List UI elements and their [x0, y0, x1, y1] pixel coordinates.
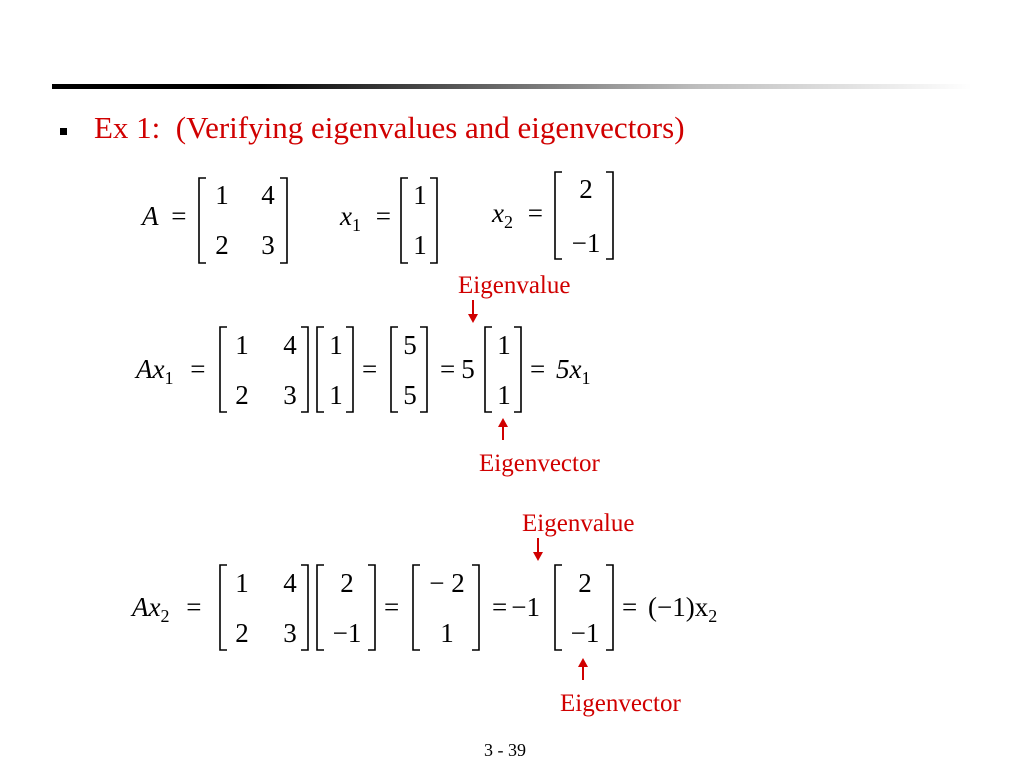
eq2-vec-v1: 2: [578, 568, 592, 598]
arrow-up-icon: [578, 658, 588, 667]
def-A-label: A =: [142, 201, 187, 231]
eq2-result-brackets: [412, 564, 480, 651]
eq2-x-v2: −1: [332, 618, 362, 648]
eq1-A-a21: 2: [235, 380, 249, 410]
def-x1-v2: 1: [413, 230, 427, 260]
def-x1-v1: 1: [413, 180, 427, 210]
eq1-vec-v1: 1: [497, 330, 511, 360]
eq2-result-v1: − 2: [429, 568, 465, 598]
eq1-A-a22: 3: [283, 380, 297, 410]
eq1-equals-1: =: [362, 354, 378, 384]
eq1-result-v1: 5: [403, 330, 417, 360]
eq2-A-brackets: [219, 564, 309, 651]
eq1-result-brackets: [390, 326, 428, 413]
title-rule: [52, 84, 972, 89]
arrow-down-icon: [468, 314, 478, 323]
eq1-x-v1: 1: [329, 330, 343, 360]
eq2-equals-2: =−1: [492, 592, 540, 622]
eq1-A-a11: 1: [235, 330, 249, 360]
eigenvector-label-1: Eigenvector: [479, 450, 600, 477]
def-A-a21: 2: [215, 230, 229, 260]
eq2-x-v1: 2: [340, 568, 354, 598]
arrow-down-icon: [533, 552, 543, 561]
def-x1-label: x1 =: [340, 201, 391, 235]
page-number: 3 - 39: [484, 740, 526, 760]
eigenvector-label-2: Eigenvector: [560, 690, 681, 717]
def-A-a22: 3: [261, 230, 275, 260]
eigenvalue-arrow-2: [537, 538, 539, 552]
eigenvector-arrow-1: [502, 426, 504, 440]
eq1-A-brackets: [219, 326, 309, 413]
eq2-scalar: −1: [511, 592, 540, 622]
eq2-rhs: = (−1)x2: [622, 592, 718, 626]
def-x1-brackets: [400, 177, 438, 264]
def-x2-label: x2 =: [492, 198, 543, 232]
eq2-A-a11: 1: [235, 568, 249, 598]
eq1-A-a12: 4: [283, 330, 297, 360]
eq2-A-a21: 2: [235, 618, 249, 648]
def-x2-v2: −1: [571, 228, 601, 258]
eq2-result-v2: 1: [440, 618, 454, 648]
def-x2-v1: 2: [579, 174, 593, 204]
eq2-x-brackets: [316, 564, 376, 651]
eq1-x-brackets: [316, 326, 354, 413]
eq2-A-a12: 4: [283, 568, 297, 598]
eigenvalue-label-1: Eigenvalue: [458, 272, 571, 299]
eq1-equals-2: =5: [440, 354, 475, 384]
eq1-lhs: Ax1 =: [136, 354, 206, 388]
eigenvalue-arrow-1: [472, 300, 474, 314]
bullet-icon: [60, 128, 67, 135]
def-A-brackets: [198, 177, 288, 264]
eq2-vec-brackets: [554, 564, 614, 651]
eq2-A-a22: 3: [283, 618, 297, 648]
eigenvector-arrow-2: [582, 666, 584, 680]
eigenvalue-label-2: Eigenvalue: [522, 510, 635, 537]
example-heading: Ex 1: (Verifying eigenvalues and eigenve…: [94, 110, 685, 145]
eq1-vec-v2: 1: [497, 380, 511, 410]
arrow-up-icon: [498, 418, 508, 427]
def-A-a12: 4: [261, 180, 275, 210]
eq1-vec-brackets: [484, 326, 522, 413]
def-A-a11: 1: [215, 180, 229, 210]
eq1-x-v2: 1: [329, 380, 343, 410]
eq2-lhs: Ax2 =: [132, 592, 202, 626]
eq1-scalar: 5: [461, 354, 475, 384]
eq1-rhs: = 5x1: [530, 354, 591, 388]
eq2-equals-1: =: [384, 592, 400, 622]
eq1-result-v2: 5: [403, 380, 417, 410]
eq2-vec-v2: −1: [570, 618, 600, 648]
def-x2-brackets: [554, 171, 614, 260]
